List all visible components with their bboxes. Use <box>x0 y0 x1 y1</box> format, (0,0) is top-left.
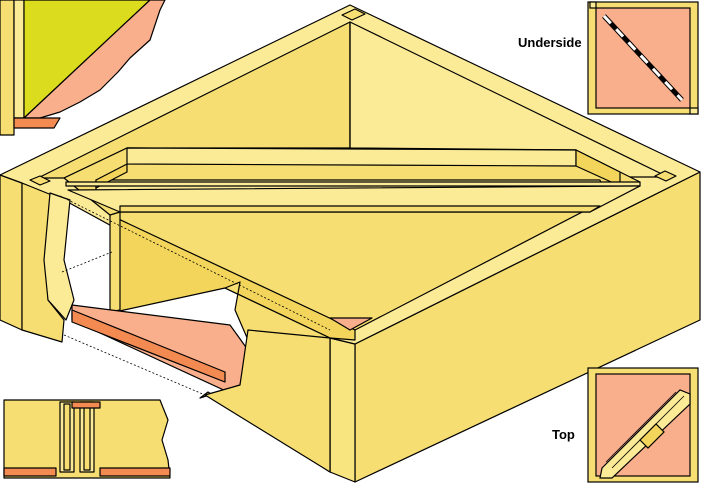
inset-orange-bar <box>13 117 61 129</box>
underside-label: Underside <box>518 35 582 50</box>
frame-bar-1 <box>126 147 577 167</box>
top-label: Top <box>552 427 575 442</box>
hidden-lines <box>59 195 331 396</box>
cutaway-left <box>43 192 75 321</box>
inset-spacer-detail <box>3 399 171 479</box>
frame-bar-4-face <box>119 205 601 213</box>
inset-underside <box>587 1 699 115</box>
corner-salmon <box>329 317 373 331</box>
box-front-corner-face <box>329 337 356 483</box>
frame-bar-3 <box>65 181 641 187</box>
notch-top <box>341 8 366 21</box>
slot-bar <box>71 309 226 383</box>
inset-top <box>587 367 699 483</box>
box-front-face <box>204 329 331 473</box>
hive-box <box>0 4 701 483</box>
box-left-outer-face <box>0 174 23 331</box>
inner-frame-end <box>109 211 121 313</box>
inset-corner-detail <box>0 0 166 136</box>
notch-left <box>29 175 51 186</box>
notch-right <box>654 170 677 182</box>
inset-wall <box>13 0 25 119</box>
